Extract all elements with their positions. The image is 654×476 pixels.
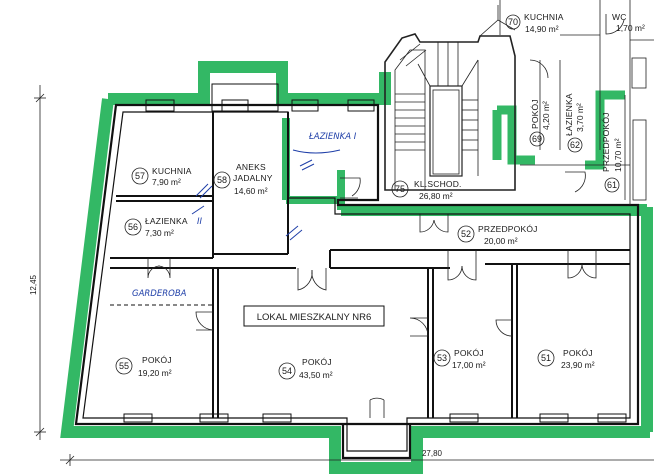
room-garderoba: GARDEROBA xyxy=(132,289,187,299)
room-przedpokoj: 52 PRZEDPOKÓJ 20,00 m² xyxy=(457,224,538,246)
room-kuchnia: 57 KUCHNIA 7,90 m² xyxy=(131,166,192,187)
room-area: 4,20 m² xyxy=(541,101,551,130)
doors xyxy=(147,14,625,418)
room-name: POKÓJ xyxy=(530,99,540,129)
room-name: POKÓJ xyxy=(302,357,332,367)
room-area: 14,90 m² xyxy=(525,24,559,34)
room-name-line2: JADALNY xyxy=(233,173,273,183)
height-label: 12,45 xyxy=(29,274,38,295)
staircase xyxy=(384,5,516,191)
room-number: 55 xyxy=(119,361,129,371)
room-lazienka-i: ŁAZIENKA I xyxy=(292,132,357,154)
room-area: 17,00 m² xyxy=(452,360,486,370)
hand-marks xyxy=(191,159,315,241)
room-name: KUCHNIA xyxy=(152,166,192,176)
room-name: ŁAZIENKA xyxy=(145,216,188,226)
room-name: PRZEDPOKÓJ xyxy=(601,112,611,172)
room-name: KL.SCHOD. xyxy=(414,179,462,189)
room-number: 54 xyxy=(282,366,292,376)
room-area: 26,80 m² xyxy=(419,191,453,201)
room-name: GARDEROBA xyxy=(132,289,187,299)
room-number: 52 xyxy=(461,229,471,239)
room-name: PRZEDPOKÓJ xyxy=(478,224,538,234)
room-area: 1,70 m² xyxy=(616,23,645,33)
dimension-height: 12,45 xyxy=(29,85,46,440)
dimension-width: 27,80 xyxy=(60,449,654,466)
outer-walls xyxy=(74,83,640,460)
room-area: 19,20 m² xyxy=(138,368,172,378)
room-name: ŁAZIENKA xyxy=(564,93,574,136)
width-label: 27,80 xyxy=(422,449,443,458)
room-area: 20,00 m² xyxy=(484,236,518,246)
room-name: WC xyxy=(612,12,627,22)
room-pokoj-53: 53 POKÓJ 17,00 m² xyxy=(433,348,486,370)
neighbour-wc: WC 1,70 m² xyxy=(612,12,645,33)
room-number: 56 xyxy=(128,222,138,232)
room-area: 3,70 m² xyxy=(575,103,585,132)
room-aneks: 58 ANEKS JADALNY 14,60 m² xyxy=(213,162,273,196)
plan-title: LOKAL MIESZKALNY NR6 xyxy=(257,312,372,323)
room-name: POKÓJ xyxy=(563,348,593,358)
room-klatka: 75 KL.SCHOD. 26,80 m² xyxy=(391,179,462,201)
interior-walls xyxy=(110,112,630,418)
room-pokoj-51: 51 POKÓJ 23,90 m² xyxy=(537,348,595,370)
room-number: 61 xyxy=(607,180,617,190)
room-name: POKÓJ xyxy=(454,348,484,358)
room-area: 23,90 m² xyxy=(561,360,595,370)
room-number: 69 xyxy=(532,134,542,144)
room-number: 57 xyxy=(135,171,145,181)
room-pokoj-55: 55 POKÓJ 19,20 m² xyxy=(115,355,172,378)
room-name: ŁAZIENKA I xyxy=(308,132,357,142)
room-pokoj-54: 54 POKÓJ 43,50 m² xyxy=(278,357,333,380)
neighbour-pokoj-69: 69 POKÓJ 4,20 m² xyxy=(529,99,551,147)
room-number: 62 xyxy=(570,140,580,150)
room-area: 7,30 m² xyxy=(145,228,174,238)
plan-title-box: LOKAL MIESZKALNY NR6 xyxy=(243,305,385,327)
room-name-line1: ANEKS xyxy=(236,162,266,172)
room-area: 7,90 m² xyxy=(152,177,181,187)
room-number: 58 xyxy=(217,175,227,185)
room-area: 14,60 m² xyxy=(234,186,268,196)
room-number: 70 xyxy=(508,17,518,27)
neighbour-kuchnia-70: 70 KUCHNIA 14,90 m² xyxy=(505,12,564,34)
room-area: 10,70 m² xyxy=(613,138,623,172)
room-name: KUCHNIA xyxy=(524,12,564,22)
neighbour-units xyxy=(499,0,654,205)
neighbour-przedpokoj-61: 61 PRZEDPOKÓJ 10,70 m² xyxy=(601,112,623,193)
room-suffix: II xyxy=(197,217,203,227)
room-number: 51 xyxy=(541,353,551,363)
room-name: POKÓJ xyxy=(142,355,172,365)
room-number: 53 xyxy=(437,353,447,363)
room-area: 43,50 m² xyxy=(299,370,333,380)
room-number: 75 xyxy=(395,184,405,194)
neighbour-lazienka-62: 62 ŁAZIENKA 3,70 m² xyxy=(564,93,585,153)
room-lazienka-ii: 56 ŁAZIENKA II 7,30 m² xyxy=(124,216,203,238)
